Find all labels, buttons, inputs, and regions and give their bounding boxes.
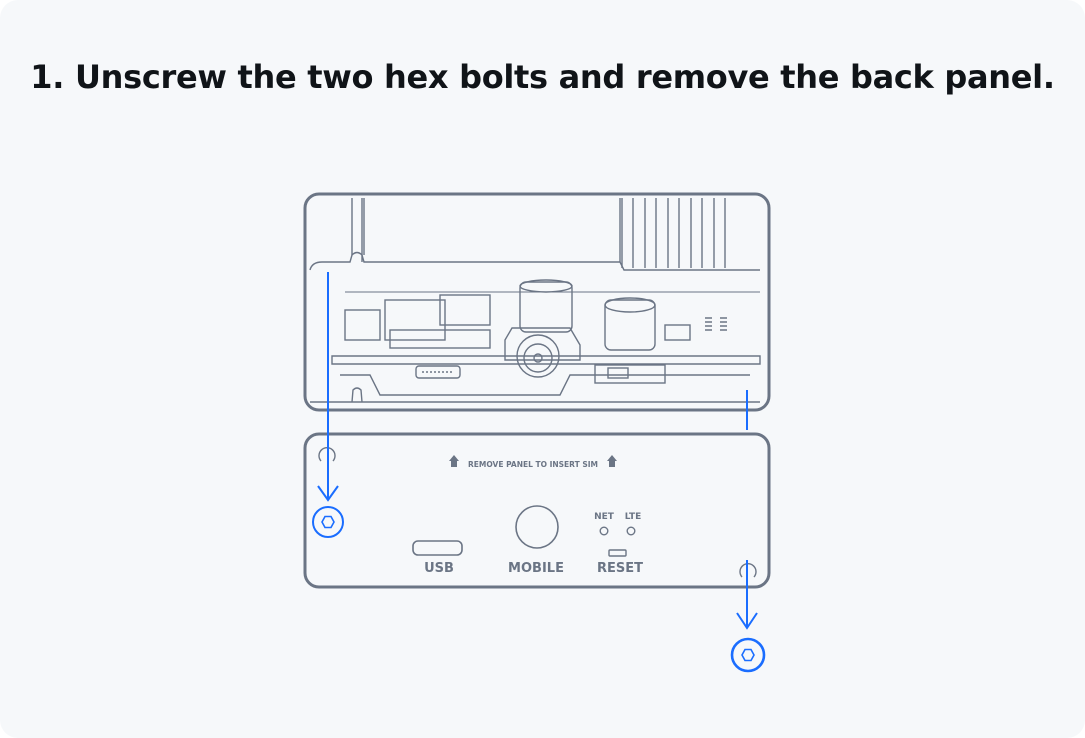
- net-label: NET: [594, 512, 615, 522]
- device-open-body: [303, 192, 771, 412]
- left-bolt-removal-arrow: [317, 272, 339, 502]
- sim-notice: REMOVE PANEL TO INSERT SIM: [468, 460, 598, 469]
- step-title: 1. Unscrew the two hex bolts and remove …: [30, 58, 1055, 96]
- lte-label: LTE: [625, 512, 642, 522]
- usb-port: [412, 540, 463, 556]
- usb-label: USB: [424, 561, 454, 576]
- lte-led: [626, 526, 636, 536]
- left-hex-bolt-icon: [312, 506, 344, 538]
- right-bolt-removal-arrow: [736, 390, 758, 630]
- reset-label: RESET: [597, 561, 643, 576]
- mobile-label: MOBILE: [508, 561, 564, 576]
- reset-button: [608, 549, 627, 557]
- net-led: [599, 526, 609, 536]
- up-arrow-icons: [449, 455, 617, 467]
- mobile-connector: [515, 505, 559, 549]
- right-hex-bolt-icon: [730, 637, 766, 673]
